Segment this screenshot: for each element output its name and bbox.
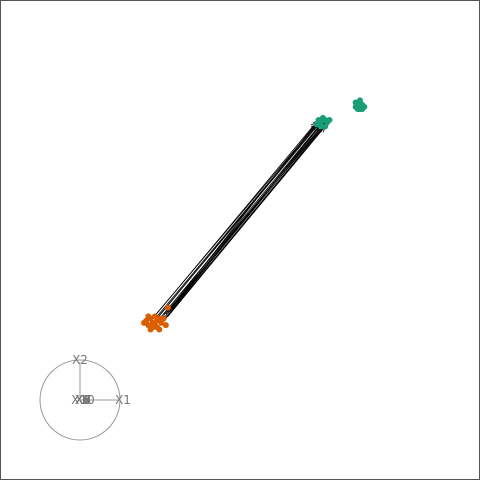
data-point (361, 103, 368, 110)
loading-label: X7 (75, 393, 91, 407)
data-point (156, 326, 163, 333)
loading-label: X4 (75, 393, 91, 407)
loading-label: X5 (75, 393, 91, 407)
loading-label: X10 (71, 393, 95, 407)
data-point (322, 123, 329, 130)
data-point (141, 319, 147, 326)
arrow-line (163, 119, 328, 319)
data-point (145, 313, 152, 320)
loading-label: X3 (75, 393, 91, 407)
arrow-line (163, 126, 319, 315)
data-point (352, 103, 359, 110)
loading-label: X9 (75, 393, 91, 407)
loading-label: X6 (75, 393, 91, 407)
data-point (326, 117, 333, 123)
arrow-line (150, 124, 317, 321)
loading-label: X8 (75, 393, 91, 407)
loading-label: X1 (115, 393, 131, 407)
data-point (160, 315, 167, 322)
arrow-line (169, 119, 326, 311)
point-layer (141, 97, 368, 333)
arrow-line (156, 117, 324, 317)
loading-label: X2 (72, 353, 88, 367)
data-point (151, 322, 158, 329)
data-point (162, 322, 169, 329)
data-point (147, 326, 154, 333)
data-point (315, 117, 322, 123)
data-point (165, 304, 171, 311)
data-point (317, 123, 324, 130)
unit-circle (39, 359, 121, 441)
arrow-layer (150, 117, 331, 324)
arrow-line (167, 119, 330, 317)
